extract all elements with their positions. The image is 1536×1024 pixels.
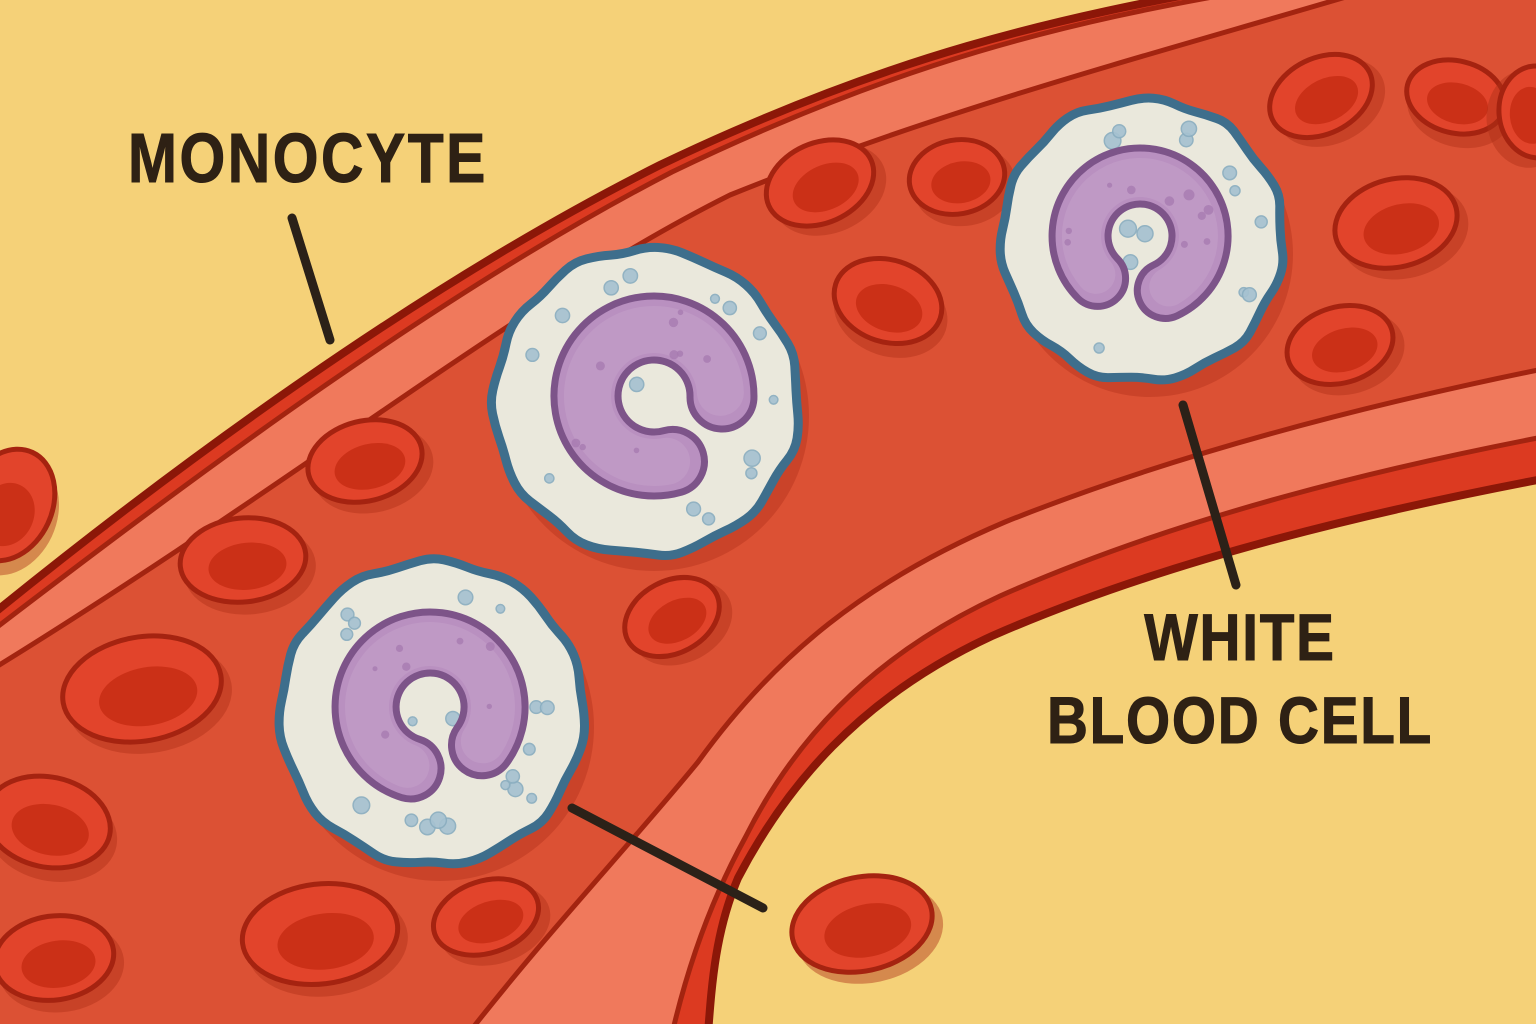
- red-blood-cell: [1267, 51, 1386, 147]
- white-blood-cell-layer: [274, 93, 1293, 881]
- red-blood-cell: [906, 137, 1016, 227]
- pointer-line-layer: [287, 213, 1241, 913]
- red-blood-cell: [1332, 175, 1469, 280]
- lower-cell-pointer-line: [567, 803, 768, 913]
- red-blood-cell: [0, 913, 125, 1013]
- red-blood-cell: [0, 446, 60, 576]
- white-blood-cell-pointer-line: [1178, 400, 1241, 590]
- red-blood-cell: [831, 255, 948, 358]
- red-blood-cell: [0, 773, 118, 882]
- white-blood-cell-label-line2: BLOOD CELL: [1046, 682, 1434, 757]
- red-blood-cell: [177, 515, 316, 615]
- white-blood-cell: [274, 554, 594, 881]
- red-blood-cell: [763, 137, 887, 236]
- wbc-nucleus: [331, 608, 529, 803]
- red-blood-cell: [622, 574, 733, 666]
- red-blood-cell: [1486, 63, 1536, 168]
- red-blood-cell: [305, 417, 434, 514]
- monocyte-pointer-line: [287, 213, 335, 345]
- red-blood-cell: [430, 876, 551, 966]
- red-blood-cell: [789, 873, 944, 984]
- white-blood-cell-label: WHITE BLOOD CELL: [1034, 596, 1447, 761]
- white-blood-cell: [486, 242, 809, 571]
- red-blood-cell: [60, 633, 232, 754]
- wbc-nucleus: [1048, 144, 1232, 322]
- white-blood-cell: [995, 93, 1293, 397]
- wbc-nucleus: [550, 292, 758, 500]
- red-blood-cell: [1284, 303, 1405, 396]
- red-blood-cell: [1404, 57, 1512, 149]
- white-blood-cell-label-line1: WHITE: [1144, 600, 1336, 675]
- red-blood-cell-layer: [0, 51, 1536, 1013]
- monocyte-label: MONOCYTE: [128, 119, 488, 198]
- red-blood-cell: [239, 880, 408, 997]
